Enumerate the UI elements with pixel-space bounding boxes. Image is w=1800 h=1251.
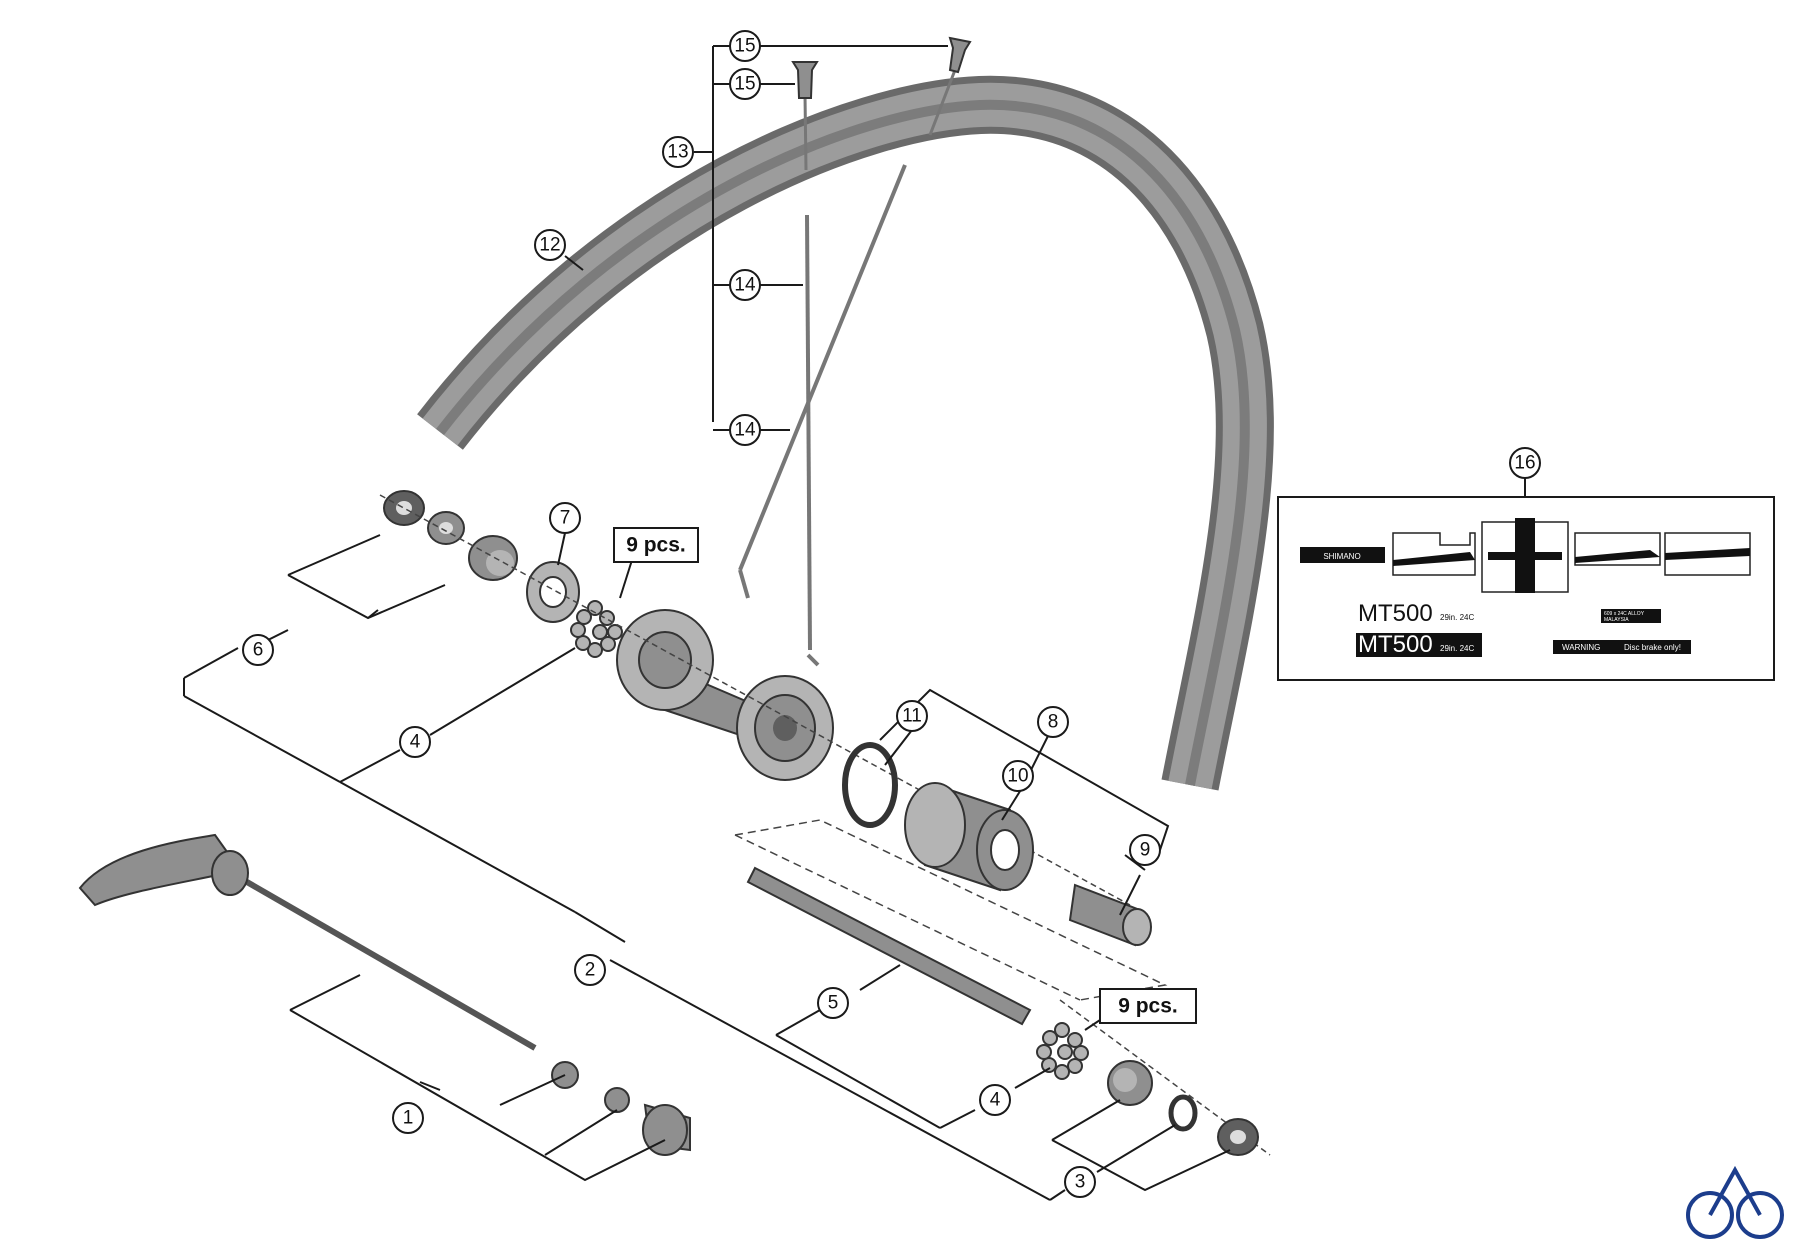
callout-12-label: 12 [539,235,560,256]
spokes [738,69,957,667]
cone-right [1107,1060,1153,1106]
hub-body [616,609,834,781]
callout-4-top: 4 [399,726,431,758]
sticker-small-line2: MALAYSIA [1604,617,1629,623]
freehub-spacer [1068,883,1152,947]
callout-6: 6 [242,634,274,666]
bicycle-icon [1686,1165,1784,1239]
callout-8: 8 [1037,706,1069,738]
o-ring [842,742,898,828]
bearing-qty-top-text: 9 pcs. [626,534,686,557]
callout-9: 9 [1129,834,1161,866]
callout-13: 13 [662,136,694,168]
callout-4-bottom: 4 [979,1084,1011,1116]
washer-right [1168,1094,1198,1132]
sticker-sheet: SHIMANO MT500 29in. 24C MT500 29in. 24C … [1277,496,1775,681]
callout-15-bottom-label: 15 [734,74,755,95]
freehub-body [904,782,1034,892]
callout-3-label: 3 [1075,1172,1086,1193]
sticker-small-line1: 609 x 24C ALLOY [1604,611,1645,617]
callout-3: 3 [1064,1166,1096,1198]
callout-14-top: 14 [729,269,761,301]
callout-9-label: 9 [1140,840,1151,861]
callout-11-label: 11 [902,706,922,727]
callout-11: 11 [896,700,928,732]
callout-7: 7 [549,502,581,534]
bearing-balls-bottom [1036,1022,1089,1080]
callout-1: 1 [392,1102,424,1134]
callout-15-top: 15 [729,30,761,62]
callout-6-label: 6 [253,640,264,661]
callout-16-label: 16 [1514,453,1535,474]
lock-nut-left [383,490,425,526]
washer-left [427,511,465,545]
callout-10-label: 10 [1007,766,1028,787]
callout-13-label: 13 [667,142,688,163]
bearing-qty-top: 9 pcs. [613,527,699,563]
callout-5-label: 5 [828,993,839,1014]
callout-4-top-label: 4 [410,732,421,753]
sticker-warning-text: Disc brake only! [1624,643,1681,652]
callout-8-label: 8 [1048,712,1059,733]
callout-5: 5 [817,987,849,1019]
callout-2: 2 [574,954,606,986]
leader-lines [183,45,1526,1201]
callout-14-bottom: 14 [729,414,761,446]
quick-release-skewer [78,833,537,1051]
quick-release-nut [642,1103,691,1156]
nipple-2 [948,36,972,74]
hub-axle [746,866,1032,1026]
bearing-qty-bottom-text: 9 pcs. [1118,995,1178,1018]
sticker-warning: WARNING [1562,643,1600,652]
bearing-qty-bottom: 9 pcs. [1099,988,1197,1024]
cone-left [468,535,518,581]
bearing-balls-top [570,600,623,658]
quick-release-spring-2 [604,1087,630,1113]
callout-15-bottom: 15 [729,68,761,100]
lock-nut-right [1217,1118,1259,1156]
callout-16: 16 [1509,447,1541,479]
callout-12: 12 [534,229,566,261]
sticker-brand: SHIMANO [1323,552,1360,561]
callout-4-bottom-label: 4 [990,1090,1001,1111]
callout-10: 10 [1002,760,1034,792]
sticker-model-1: MT500 [1358,600,1433,627]
callout-14-bottom-label: 14 [734,420,756,441]
callout-14-top-label: 14 [734,275,756,296]
nipple-1 [791,61,819,99]
sticker-model-2: MT500 [1358,631,1433,658]
sticker-model-1-sub: 29in. 24C [1440,613,1474,622]
callout-7-label: 7 [560,508,571,529]
callout-2-label: 2 [585,960,596,981]
callout-1-label: 1 [403,1108,414,1129]
dust-cap-left [526,561,580,623]
callout-15-top-label: 15 [734,36,755,57]
rim [417,75,1274,791]
sticker-model-2-sub: 29in. 24C [1440,644,1474,653]
